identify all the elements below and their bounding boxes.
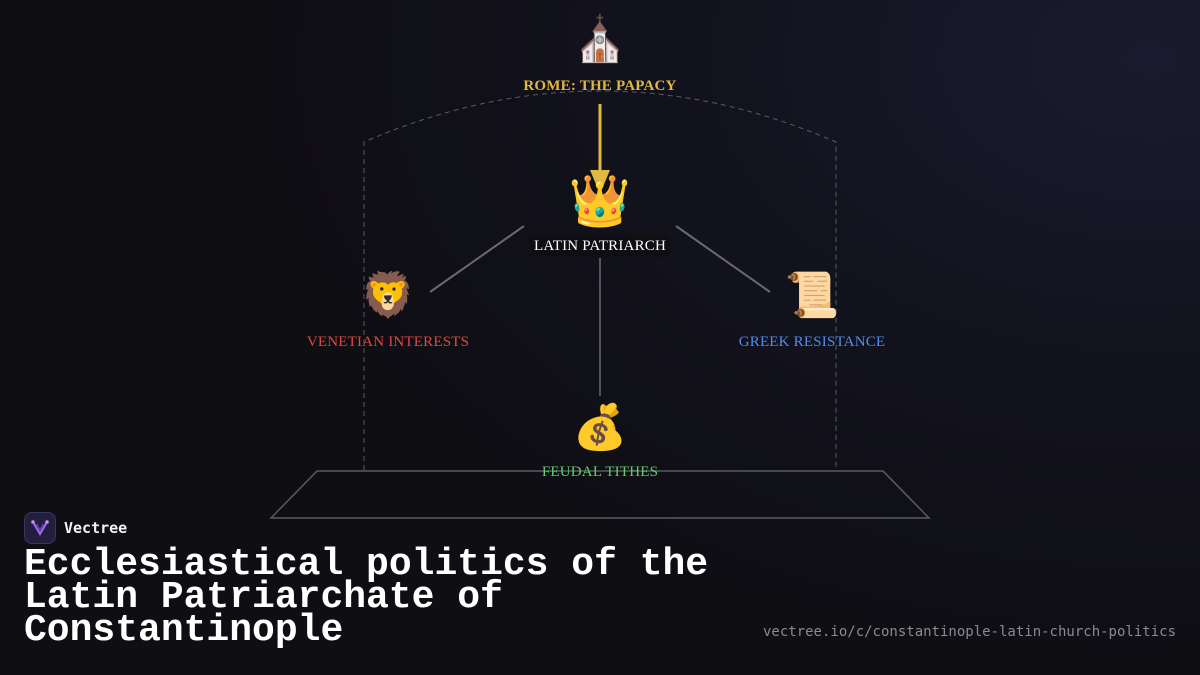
crown-icon: 👑 bbox=[568, 172, 632, 230]
node-venetian-interests: 🦁 VENETIAN INTERESTS bbox=[307, 270, 469, 351]
node-greek-resistance: 📜 GREEK RESISTANCE bbox=[739, 270, 886, 351]
patriarch-label: LATIN PATRIARCH bbox=[529, 236, 671, 257]
patriarch-to-greek-connector bbox=[675, 225, 771, 293]
brand[interactable]: Vectree bbox=[24, 512, 127, 544]
node-rome: ⛪ ROME: THE PAPACY bbox=[523, 14, 676, 95]
rome-to-patriarch-arrowhead bbox=[590, 170, 610, 194]
node-feudal-tithes: 💰 FEUDAL TITHES bbox=[542, 402, 658, 481]
church-icon: ⛪ bbox=[572, 14, 628, 65]
scroll-icon: 📜 bbox=[784, 270, 840, 321]
money-bag-icon: 💰 bbox=[572, 402, 628, 453]
dashed-enclosure bbox=[363, 90, 837, 470]
tithes-label: FEUDAL TITHES bbox=[541, 464, 659, 480]
source-url[interactable]: vectree.io/c/constantinople-latin-church… bbox=[762, 624, 1176, 640]
vectree-logo-icon bbox=[24, 512, 56, 544]
node-latin-patriarch: 👑 LATIN PATRIARCH bbox=[529, 172, 671, 257]
base-platform bbox=[269, 470, 931, 519]
greek-label: GREEK RESISTANCE bbox=[738, 334, 886, 350]
lion-icon: 🦁 bbox=[360, 270, 416, 321]
patriarch-to-venetian-connector bbox=[429, 225, 525, 293]
venetian-label: VENETIAN INTERESTS bbox=[306, 334, 470, 350]
brand-name: Vectree bbox=[64, 519, 128, 537]
rome-label: ROME: THE PAPACY bbox=[523, 78, 677, 94]
page-title: Ecclesiastical politics of the Latin Pat… bbox=[24, 543, 709, 652]
